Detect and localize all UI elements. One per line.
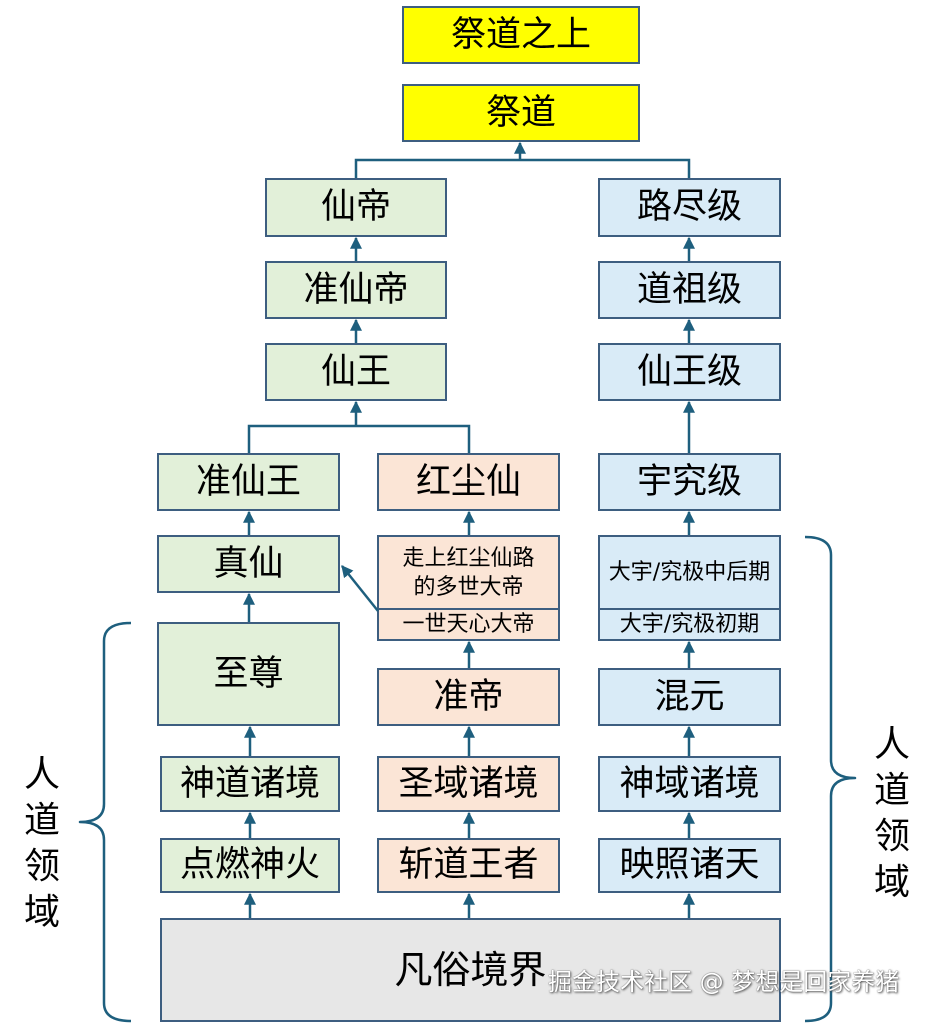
realm-box-shenyu: 神域诸境 — [598, 756, 781, 812]
realm-box-lujin: 路尽级 — [598, 178, 781, 237]
late-stage-label: 大宇/究极中后期 — [608, 560, 771, 585]
realm-box-shengyu: 圣域诸境 — [377, 756, 560, 812]
left-brace — [78, 621, 132, 1023]
junction-xiandi-lujin — [354, 158, 691, 178]
late-stage-section: 大宇/究极中后期 — [600, 537, 779, 608]
realm-box-mortal: 凡俗境界 — [160, 918, 781, 1022]
realm-box-zhizun: 至尊 — [157, 622, 340, 726]
realm-box-dianran: 点燃神火 — [160, 838, 340, 893]
watermark-text: 掘金技术社区 @ 梦想是回家养猪 — [548, 968, 900, 996]
realm-box-zhandao: 斩道王者 — [377, 838, 560, 893]
realm-box-emperors: 走上红尘仙路 的多世大帝 一世天心大帝 — [377, 535, 560, 641]
realm-box-zhun-xianwang: 准仙王 — [157, 453, 340, 511]
multi-life-emperor-line-1: 走上红尘仙路 — [402, 545, 535, 571]
realm-box-shendao: 神道诸境 — [160, 756, 340, 812]
arrow-one-life-emperor-to-zhenxian — [341, 565, 379, 612]
realm-box-dayu-stages: 大宇/究极中后期 大宇/究极初期 — [598, 535, 781, 641]
realm-box-xianwang: 仙王 — [265, 343, 447, 401]
realm-box-xianwang-ji: 仙王级 — [598, 343, 781, 401]
junction-zhun-xianwang-hongchenxian — [247, 424, 471, 453]
realm-box-zhundi: 准帝 — [377, 668, 560, 726]
realm-box-daozu: 道祖级 — [598, 261, 781, 319]
realm-box-hongchenxian: 红尘仙 — [377, 453, 560, 511]
multi-life-emperor-line-2: 的多世大帝 — [413, 574, 524, 600]
realm-box-yujiu: 宇究级 — [598, 453, 781, 511]
left-brace-label: 人道领域 — [23, 754, 60, 933]
realm-box-hunyuan: 混元 — [598, 668, 781, 726]
early-stage-section: 大宇/究极初期 — [600, 608, 779, 639]
realm-box-zhenxian: 真仙 — [157, 535, 340, 593]
realm-box-zhun-xiandi: 准仙帝 — [265, 261, 447, 319]
realm-box-above-jidao: 祭道之上 — [402, 6, 640, 64]
realm-box-jidao: 祭道 — [402, 84, 640, 142]
multi-life-emperor-section: 走上红尘仙路 的多世大帝 — [379, 537, 558, 608]
realm-box-yingzhao: 映照诸天 — [598, 838, 781, 893]
realm-box-xiandi: 仙帝 — [265, 178, 447, 237]
right-brace-label: 人道领域 — [873, 724, 910, 903]
right-brace — [804, 535, 857, 1023]
one-life-emperor-section: 一世天心大帝 — [379, 608, 558, 639]
